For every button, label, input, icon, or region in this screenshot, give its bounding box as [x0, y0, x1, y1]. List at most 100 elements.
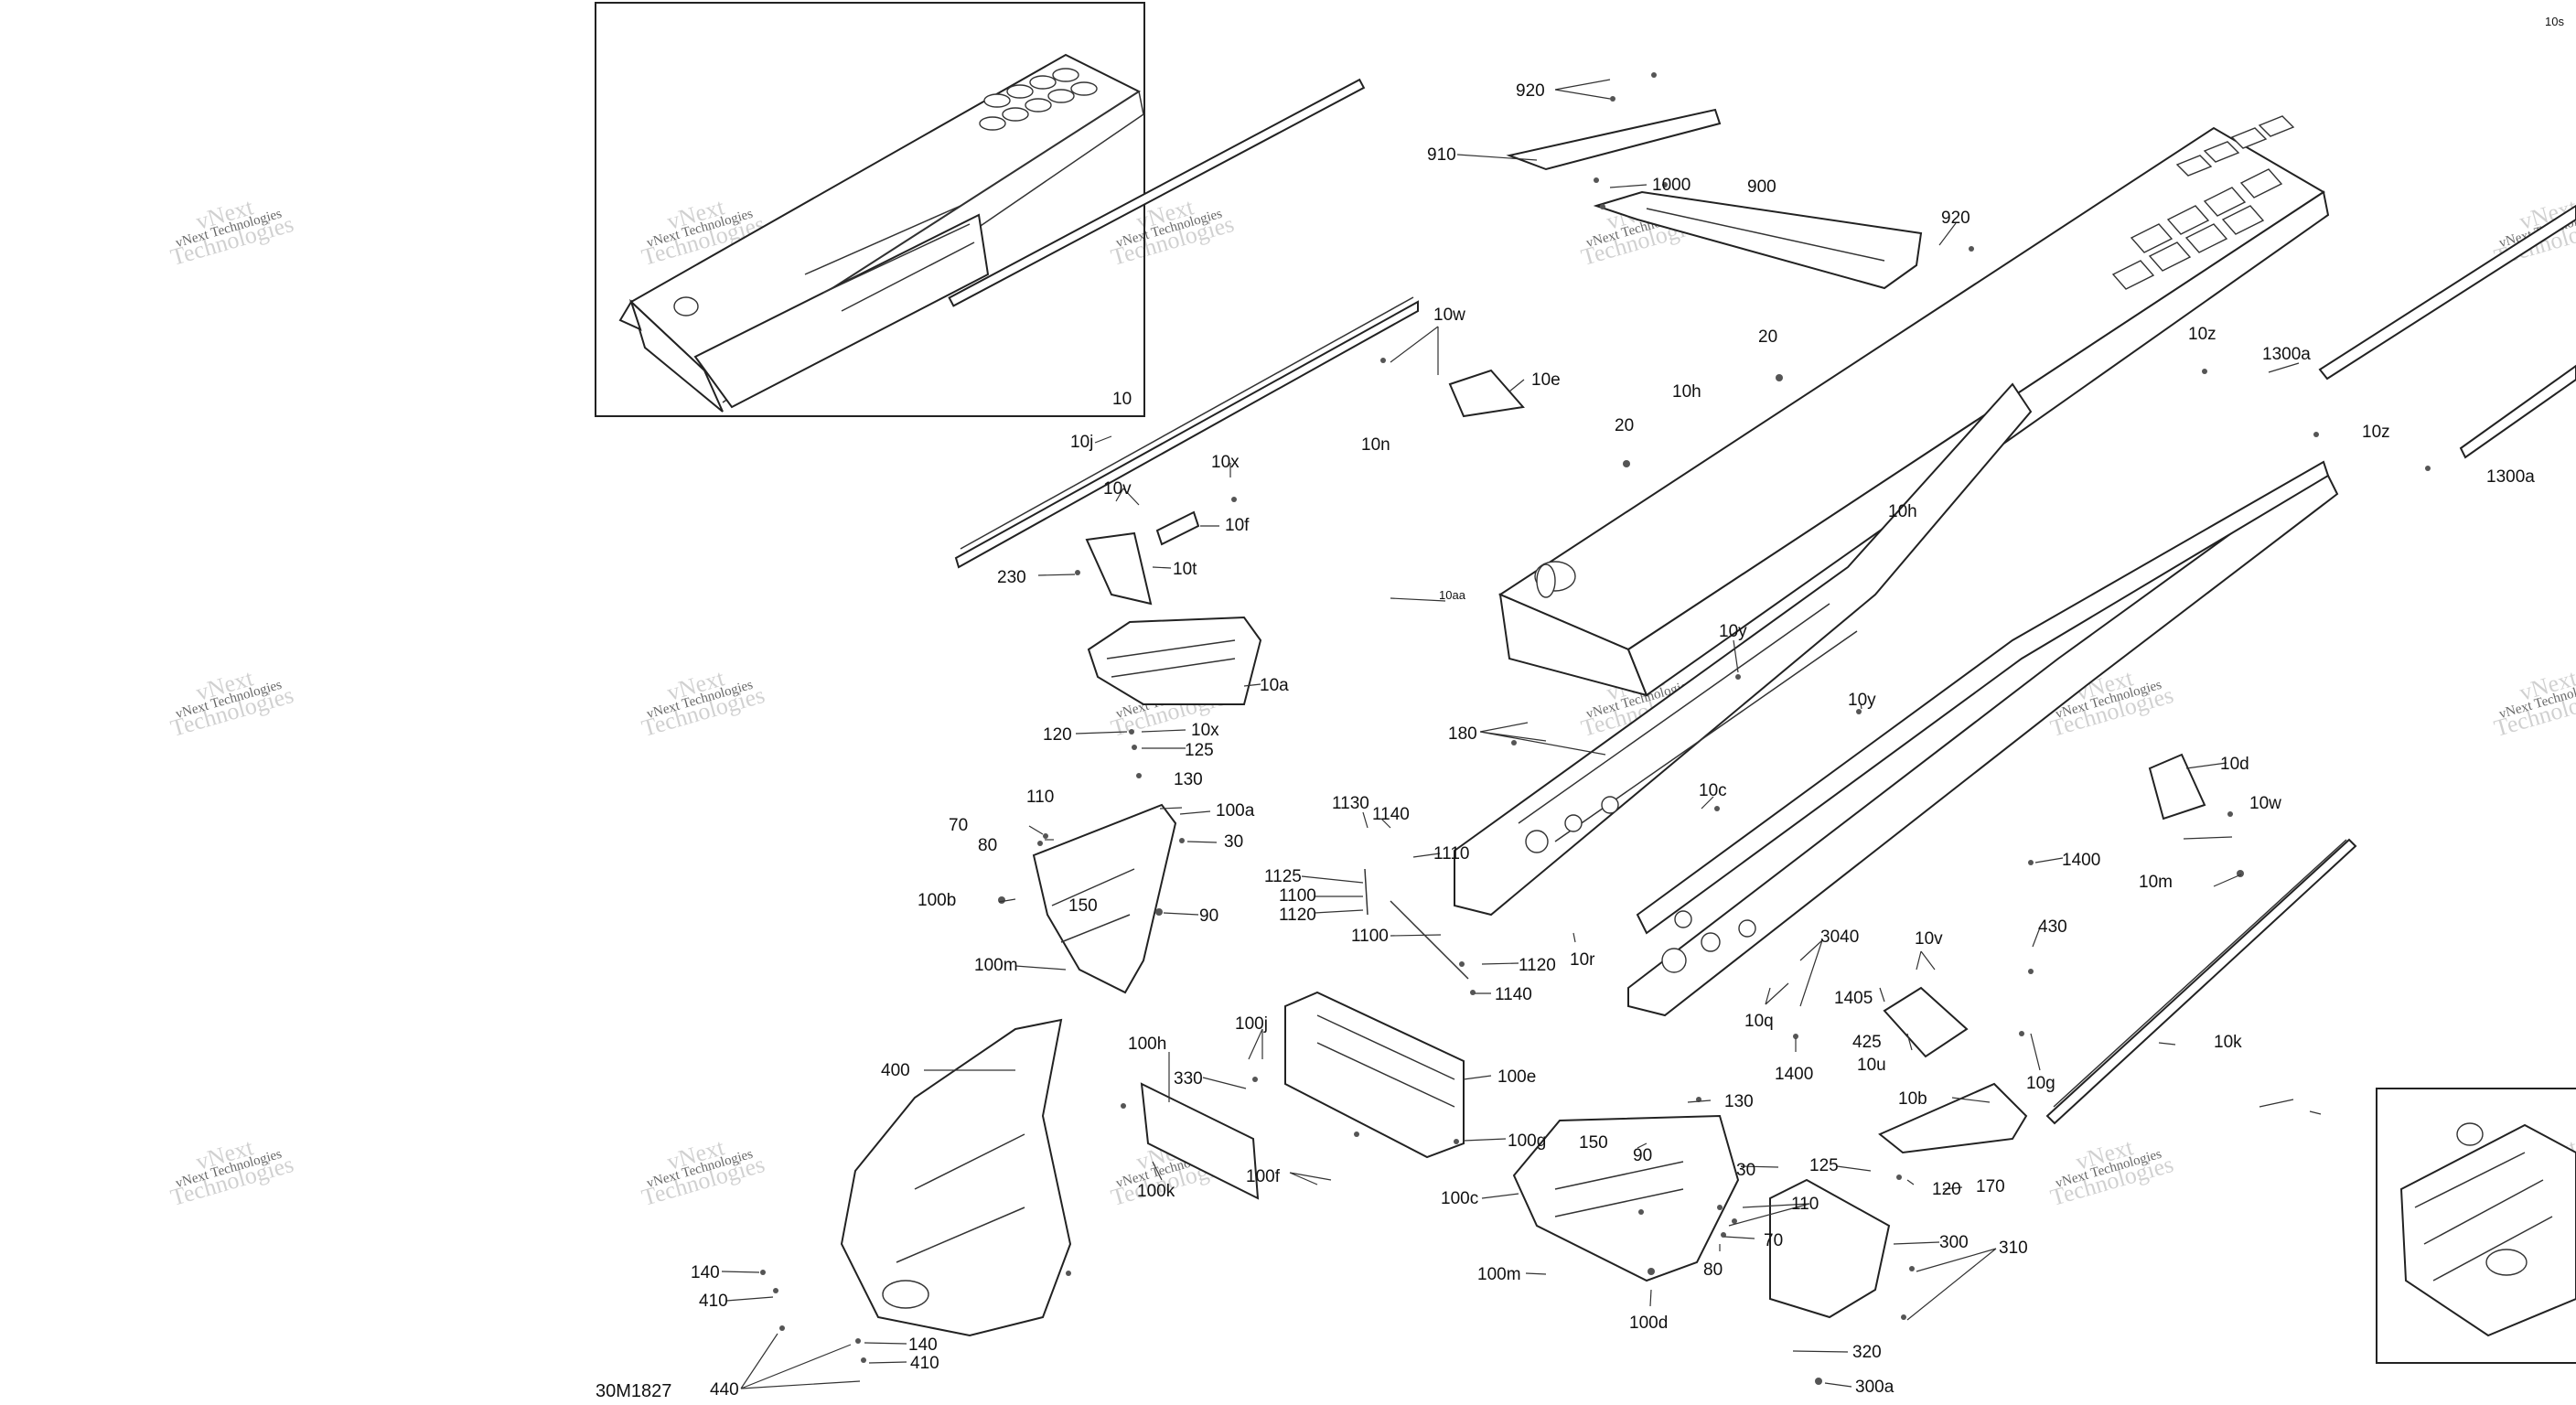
label-10a: 10a [1260, 676, 1289, 695]
label-140: 140 [691, 1263, 720, 1282]
label-100j: 100j [1235, 1014, 1268, 1034]
label-330: 330 [1174, 1069, 1203, 1089]
label-10k: 10k [2214, 1033, 2242, 1052]
label-80: 80 [978, 836, 997, 855]
rod-1100 [1364, 868, 1469, 980]
panel-100h [1140, 1082, 1260, 1200]
label-10y: 10y [1719, 622, 1747, 641]
inset-left-number: 10 [1112, 390, 1132, 409]
label-310: 310 [1999, 1239, 2028, 1258]
label-3040: 3040 [1820, 928, 1859, 947]
label-300: 300 [1939, 1233, 1969, 1252]
label-1000: 1000 [1652, 176, 1690, 195]
label-1100-b: 1100 [1351, 927, 1389, 946]
label-20-b: 20 [1615, 416, 1634, 435]
inset-tunnel-drawing [618, 53, 1144, 413]
label-10z-b: 10z [2362, 423, 2390, 442]
label-10t: 10t [1173, 560, 1197, 579]
fastener-dots [760, 72, 2431, 1385]
label-125-b: 125 [1809, 1156, 1839, 1175]
label-100c: 100c [1441, 1189, 1478, 1208]
label-30-b: 30 [1736, 1161, 1755, 1180]
label-130: 130 [1174, 770, 1203, 789]
label-10w: 10w [1433, 306, 1465, 325]
label-10x: 10x [1211, 453, 1240, 472]
label-1100: 1100 [1279, 886, 1316, 906]
bracket-10f [1155, 510, 1200, 546]
label-230: 230 [997, 568, 1026, 587]
frame-100a [1032, 803, 1177, 994]
label-120: 120 [1043, 725, 1072, 745]
label-10r: 10r [1570, 950, 1595, 970]
label-100d: 100d [1629, 1314, 1668, 1333]
label-10e: 10e [1531, 370, 1561, 390]
bracket-10e [1448, 369, 1525, 418]
label-130-b: 130 [1724, 1092, 1754, 1111]
callout-labels: 920 910 1000 900 920 10 10w 10e 10n 10j … [691, 81, 2535, 1400]
inset-frame-left [595, 2, 1145, 417]
label-10u: 10u [1857, 1056, 1886, 1075]
label-920: 920 [1516, 81, 1545, 101]
rail-top-right [2318, 204, 2576, 459]
guard-10u [1883, 986, 1969, 1058]
label-100k: 100k [1137, 1182, 1175, 1201]
label-1125: 1125 [1264, 867, 1302, 886]
tunnel-side-left [1454, 382, 2033, 917]
label-150: 150 [1068, 896, 1098, 916]
label-90: 90 [1199, 906, 1218, 926]
label-1400-b: 1400 [1775, 1065, 1813, 1084]
label-10j: 10j [1070, 433, 1093, 452]
bracket-10d [2148, 753, 2206, 820]
label-10g: 10g [2026, 1074, 2055, 1093]
label-1110: 1110 [1433, 844, 1469, 863]
label-920-b: 920 [1941, 209, 1970, 228]
label-1140-b: 1140 [1495, 985, 1532, 1004]
label-110: 110 [1026, 788, 1054, 807]
label-440: 440 [710, 1380, 739, 1400]
label-80-b: 80 [1703, 1260, 1723, 1280]
label-10x-b: 10x [1191, 721, 1219, 740]
label-10h: 10h [1672, 382, 1701, 402]
label-120-b: 120 [1932, 1180, 1961, 1199]
label-1120: 1120 [1279, 906, 1316, 925]
label-900: 900 [1747, 177, 1776, 197]
label-170: 170 [1976, 1177, 2005, 1196]
label-10c: 10c [1699, 781, 1727, 800]
bracket-900 [1593, 190, 1923, 290]
label-1300a: 1300a [2262, 345, 2311, 364]
label-1405: 1405 [1834, 989, 1873, 1008]
label-10h-b: 10h [1888, 502, 1917, 521]
label-100b: 100b [918, 891, 956, 910]
label-1140: 1140 [1372, 805, 1410, 824]
label-10z: 10z [2188, 325, 2216, 344]
bracket-10t [1085, 531, 1153, 606]
label-100m: 100m [974, 956, 1018, 975]
inset-frame-drawing [2399, 1122, 2576, 1337]
label-100e: 100e [1497, 1067, 1536, 1087]
label-425: 425 [1852, 1033, 1882, 1052]
label-20: 20 [1758, 327, 1777, 347]
label-10f: 10f [1225, 516, 1250, 535]
label-300a: 300a [1855, 1378, 1894, 1397]
label-410-b: 410 [910, 1354, 939, 1373]
label-1120-b: 1120 [1519, 956, 1556, 975]
label-100a: 100a [1216, 801, 1255, 820]
label-320: 320 [1852, 1343, 1882, 1362]
label-10d: 10d [2220, 755, 2249, 774]
inset-frame-right [2376, 1088, 2576, 1364]
rail-10j [948, 78, 1419, 569]
label-30: 30 [1224, 832, 1243, 852]
label-100f: 100f [1246, 1167, 1281, 1186]
label-1300a-b: 1300a [2486, 467, 2535, 487]
label-10aa: 10aa [1439, 588, 1466, 602]
label-400: 400 [881, 1061, 910, 1080]
label-100m-b: 100m [1477, 1265, 1521, 1284]
